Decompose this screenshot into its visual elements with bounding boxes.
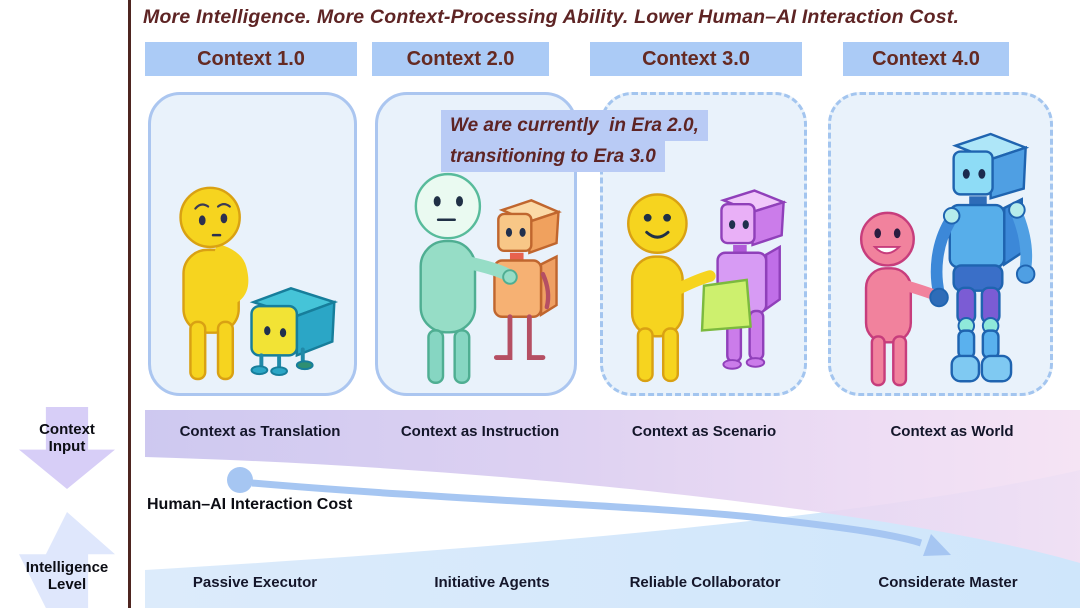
human-figure xyxy=(414,172,518,384)
cost-line xyxy=(251,479,923,547)
era-header-context-1: Context 1.0 xyxy=(145,42,357,76)
illustration-era-2 xyxy=(414,172,562,384)
era-header-context-4: Context 4.0 xyxy=(843,42,1009,76)
human-figure xyxy=(627,193,716,383)
intelligence-wedge xyxy=(145,470,1080,608)
ai-role-era-3: Reliable Collaborator xyxy=(629,574,781,591)
cost-line-start-dot xyxy=(227,467,253,493)
ai-role-era-1: Passive Executor xyxy=(192,574,318,591)
illustration-era-1 xyxy=(179,186,339,381)
human-figure xyxy=(859,211,949,387)
illustration-era-3 xyxy=(627,189,788,383)
era-status-callout: We are currently in Era 2.0, transitioni… xyxy=(441,110,708,172)
illustration-era-4 xyxy=(859,132,1036,387)
panel-era-4 xyxy=(828,92,1053,396)
context-role-era-4: Context as World xyxy=(890,423,1014,440)
diagram-title: More Intelligence. More Context-Processi… xyxy=(143,6,960,28)
intelligence-level-label-line-1: Intelligence xyxy=(25,559,109,576)
context-input-label-line-2: Input xyxy=(48,438,86,455)
robot-figure xyxy=(493,199,562,360)
bands-and-cost-line xyxy=(145,410,1080,608)
context-input-band xyxy=(145,410,1080,563)
robot-figure xyxy=(700,189,788,370)
handshake-hands xyxy=(929,287,949,308)
context-role-era-1: Context as Translation xyxy=(179,423,341,440)
cost-line-label: Human–AI Interaction Cost xyxy=(147,496,353,513)
context-input-label-line-1: Context xyxy=(39,421,95,438)
era-status-line-1: We are currently in Era 2.0, xyxy=(441,110,708,141)
ai-role-era-2: Initiative Agents xyxy=(434,574,550,591)
era-header-context-3: Context 3.0 xyxy=(590,42,802,76)
human-figure xyxy=(179,186,249,381)
cost-line-arrowhead xyxy=(923,534,951,556)
context-role-era-2: Context as Instruction xyxy=(400,423,560,440)
intelligence-level-label-line-2: Level xyxy=(47,576,87,593)
green-document xyxy=(700,278,752,332)
panel-era-1 xyxy=(148,92,357,396)
era-status-line-2: transitioning to Era 3.0 xyxy=(441,141,665,172)
intelligence-level-label: Intelligence Level xyxy=(26,559,109,593)
robot-figure xyxy=(930,132,1036,383)
robot-figure xyxy=(249,287,339,377)
ai-role-era-4: Considerate Master xyxy=(878,574,1018,591)
era-header-context-2: Context 2.0 xyxy=(372,42,549,76)
left-axis-line xyxy=(128,0,131,608)
context-role-era-3: Context as Scenario xyxy=(631,423,777,440)
context-input-label: Context Input xyxy=(39,421,95,455)
panel-era-3 xyxy=(600,92,807,396)
